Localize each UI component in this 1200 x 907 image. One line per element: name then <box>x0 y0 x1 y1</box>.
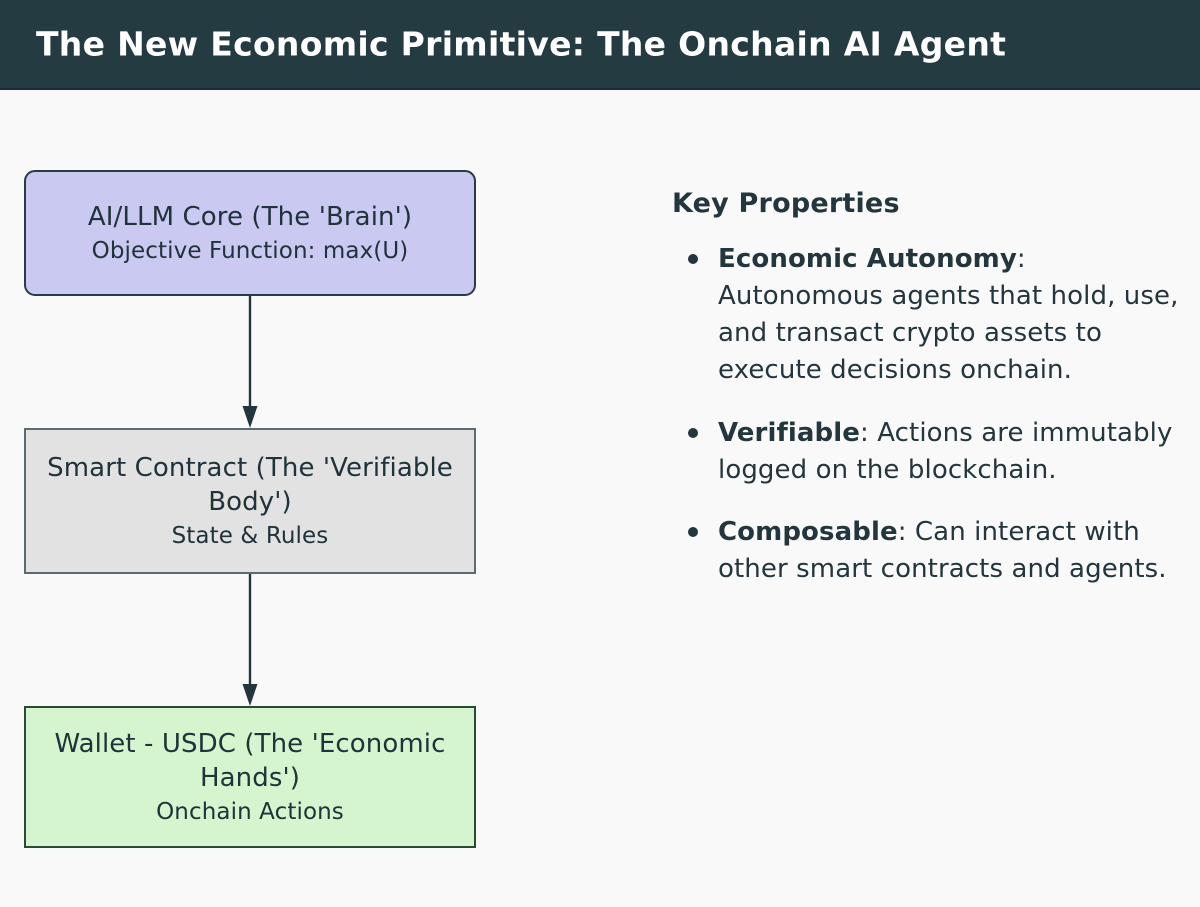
flow-node-ai-llm-core: AI/LLM Core (The 'Brain') Objective Func… <box>24 170 476 296</box>
key-properties-panel: Key Properties Economic Autonomy: Autono… <box>672 188 1182 588</box>
arrow-down-icon <box>242 574 258 706</box>
property-description: Can interact with other smart contracts … <box>718 517 1167 585</box>
agent-architecture-flowchart: AI/LLM Core (The 'Brain') Objective Func… <box>24 170 476 848</box>
slide-body: AI/LLM Core (The 'Brain') Objective Func… <box>0 90 1200 907</box>
property-term: Economic Autonomy <box>718 244 1017 274</box>
slide-header-bar: The New Economic Primitive: The Onchain … <box>0 0 1200 90</box>
flow-node-wallet-usdc-subtitle: Onchain Actions <box>156 799 344 826</box>
property-separator: : <box>897 517 915 548</box>
key-properties-heading: Key Properties <box>672 188 900 219</box>
bullet-icon <box>688 254 698 264</box>
property-term: Composable <box>718 517 898 548</box>
flow-node-wallet-usdc: Wallet - USDC (The 'Economic Hands') Onc… <box>24 706 476 848</box>
flow-node-smart-contract: Smart Contract (The 'Verifiable Body') S… <box>24 428 476 574</box>
property-separator: : <box>1016 244 1026 274</box>
flow-node-ai-llm-core-title: AI/LLM Core (The 'Brain') <box>87 201 413 232</box>
flow-node-wallet-usdc-title: Wallet - USDC (The 'Economic Hands') <box>54 728 446 793</box>
bullet-icon <box>688 527 698 538</box>
property-description: Autonomous agents that hold, use, and tr… <box>718 280 1179 385</box>
slide-title: The New Economic Primitive: The Onchain … <box>36 24 1007 64</box>
flow-node-smart-contract-subtitle: State & Rules <box>171 523 329 550</box>
bullet-icon <box>688 427 698 438</box>
list-item: Verifiable: Actions are immutably logged… <box>672 415 1182 489</box>
list-item: Composable: Can interact with other smar… <box>672 514 1182 588</box>
property-description: Actions are immutably logged on the bloc… <box>718 417 1173 485</box>
flow-node-ai-llm-core-subtitle: Objective Function: max(U) <box>91 237 409 264</box>
list-item: Economic Autonomy: Autonomous agents tha… <box>672 241 1182 389</box>
property-separator: : <box>860 417 878 448</box>
flow-edge-contract-to-wallet <box>24 574 476 706</box>
key-properties-list: Economic Autonomy: Autonomous agents tha… <box>672 241 1182 588</box>
flow-node-smart-contract-title: Smart Contract (The 'Verifiable Body') <box>47 452 453 517</box>
arrow-down-icon <box>242 296 258 428</box>
property-term: Verifiable <box>718 417 860 448</box>
flow-edge-core-to-contract <box>24 296 476 428</box>
